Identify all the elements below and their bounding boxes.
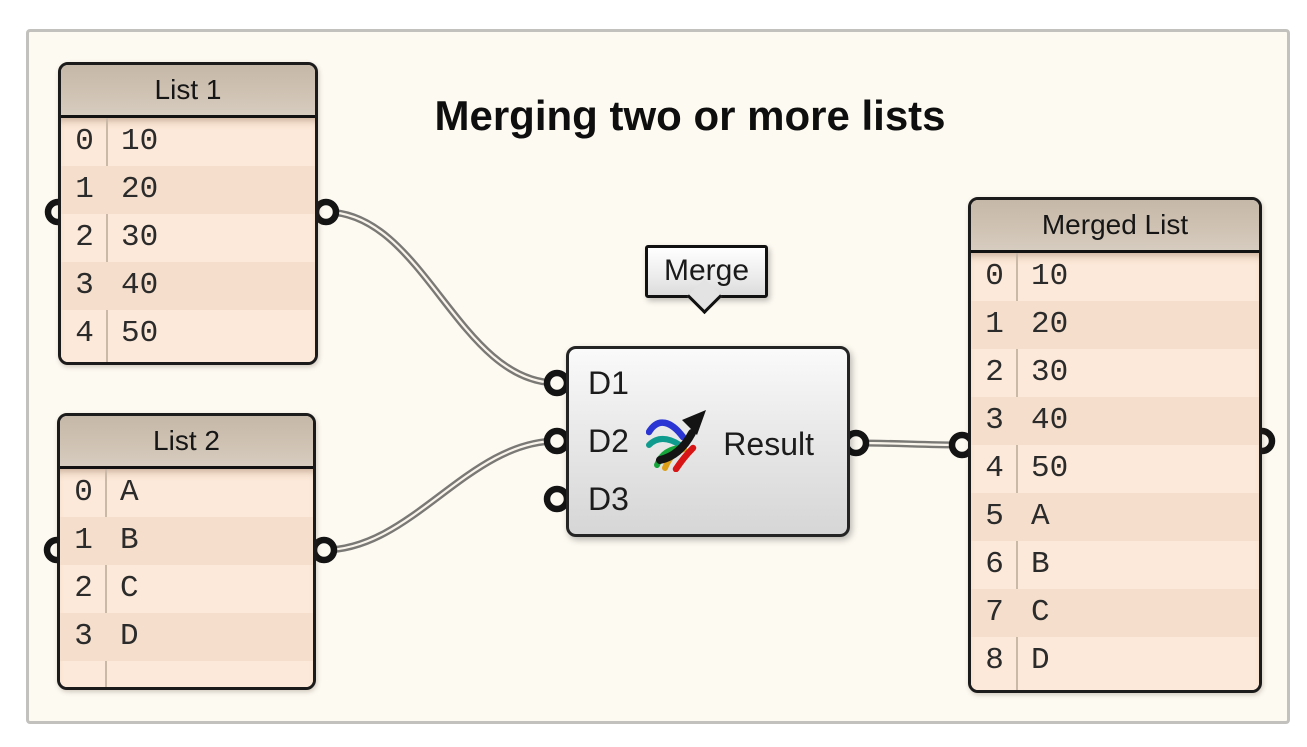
panel-list1-title: List 1 bbox=[61, 65, 315, 118]
item-value: 10 bbox=[1031, 259, 1069, 294]
item-index: 1 bbox=[74, 523, 93, 558]
item-value: 10 bbox=[121, 124, 159, 159]
list-item: 2 C bbox=[60, 565, 313, 613]
item-index: 7 bbox=[985, 595, 1004, 630]
item-index: 3 bbox=[74, 619, 93, 654]
wire-result-to-merged[interactable] bbox=[855, 439, 963, 449]
list-item: 6 B bbox=[971, 541, 1259, 589]
item-index: 0 bbox=[74, 475, 93, 510]
grip-d1-input[interactable] bbox=[543, 369, 571, 397]
page-title: Merging two or more lists bbox=[434, 92, 946, 139]
item-value: C bbox=[120, 571, 139, 606]
item-index: 5 bbox=[985, 499, 1004, 534]
panel-merged-list[interactable]: Merged List 0 10 1 20 2 bbox=[968, 197, 1262, 693]
item-value: 20 bbox=[121, 172, 159, 207]
item-value: A bbox=[120, 475, 139, 510]
panel-merged-body: 0 10 1 20 2 30 3 40 bbox=[971, 253, 1259, 690]
list-item: 0 A bbox=[60, 469, 313, 517]
item-value: B bbox=[120, 523, 139, 558]
item-value: D bbox=[120, 619, 139, 654]
item-value: 50 bbox=[1031, 451, 1069, 486]
list-item: 3 40 bbox=[61, 262, 315, 310]
grip-list1-output[interactable] bbox=[312, 198, 340, 226]
list-item: 2 30 bbox=[61, 214, 315, 262]
grip-d2-input[interactable] bbox=[543, 427, 571, 455]
list-item: 3 40 bbox=[971, 397, 1259, 445]
input-label: D1 bbox=[588, 365, 629, 401]
item-index: 3 bbox=[985, 403, 1004, 438]
grip-d3-input[interactable] bbox=[543, 485, 571, 513]
index-separator bbox=[105, 469, 107, 687]
wire-list2-to-d2[interactable] bbox=[323, 437, 558, 554]
list-item: 1 20 bbox=[61, 166, 315, 214]
item-index: 2 bbox=[75, 220, 94, 255]
item-index: 1 bbox=[985, 307, 1004, 342]
output-label: Result bbox=[723, 426, 814, 462]
item-index: 4 bbox=[985, 451, 1004, 486]
merge-arrows-icon bbox=[646, 410, 706, 472]
index-separator bbox=[106, 118, 108, 362]
list-item: 0 10 bbox=[971, 253, 1259, 301]
item-value: B bbox=[1031, 547, 1050, 582]
list-item: 8 D bbox=[971, 637, 1259, 685]
panel-merged-title: Merged List bbox=[971, 200, 1259, 253]
grip-list2-output[interactable] bbox=[310, 536, 338, 564]
list-item: 1 B bbox=[60, 517, 313, 565]
item-index: 3 bbox=[75, 268, 94, 303]
list-item: 5 A bbox=[971, 493, 1259, 541]
item-index: 0 bbox=[985, 259, 1004, 294]
item-index: 1 bbox=[75, 172, 94, 207]
item-value: 20 bbox=[1031, 307, 1069, 342]
list-item: 3 D bbox=[60, 613, 313, 661]
panel-list2-title: List 2 bbox=[60, 416, 313, 469]
item-index: 4 bbox=[75, 316, 94, 351]
list-item: 0 10 bbox=[61, 118, 315, 166]
item-value: 40 bbox=[121, 268, 159, 303]
item-value: 30 bbox=[1031, 355, 1069, 390]
item-index: 2 bbox=[74, 571, 93, 606]
list-item: 2 30 bbox=[971, 349, 1259, 397]
item-index: 8 bbox=[985, 643, 1004, 678]
list-item: 7 C bbox=[971, 589, 1259, 637]
panel-list2[interactable]: List 2 0 A 1 B 2 C bbox=[57, 413, 316, 690]
list-item: 4 50 bbox=[61, 310, 315, 358]
item-index: 6 bbox=[985, 547, 1004, 582]
item-value: C bbox=[1031, 595, 1050, 630]
item-value: 30 bbox=[121, 220, 159, 255]
panel-list2-body: 0 A 1 B 2 C 3 D bbox=[60, 469, 313, 687]
item-value: D bbox=[1031, 643, 1050, 678]
item-value: A bbox=[1031, 499, 1050, 534]
wire-list1-to-d1[interactable] bbox=[325, 208, 558, 387]
list-item: 1 20 bbox=[971, 301, 1259, 349]
input-label: D3 bbox=[588, 481, 629, 517]
panel-list1[interactable]: List 1 0 10 1 20 2 3 bbox=[58, 62, 318, 365]
input-label: D2 bbox=[588, 423, 629, 459]
item-value: 50 bbox=[121, 316, 159, 351]
panel-list1-body: 0 10 1 20 2 30 3 40 bbox=[61, 118, 315, 362]
item-index: 0 bbox=[75, 124, 94, 159]
index-separator bbox=[1016, 253, 1018, 690]
merge-component[interactable]: D1 D2 D3 Result bbox=[566, 346, 850, 537]
item-index: 2 bbox=[985, 355, 1004, 390]
list-item: 4 50 bbox=[971, 445, 1259, 493]
item-value: 40 bbox=[1031, 403, 1069, 438]
